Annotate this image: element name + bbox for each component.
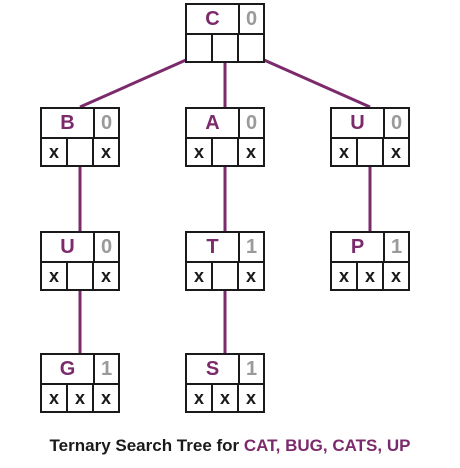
node-char: B	[42, 109, 95, 137]
middle-pointer	[213, 263, 239, 289]
right-pointer	[239, 35, 263, 61]
node-char: G	[42, 355, 95, 383]
node-end-flag: 1	[245, 358, 258, 380]
node-header: P 1	[332, 233, 408, 263]
node-header: U 0	[332, 109, 408, 139]
middle-pointer	[358, 139, 384, 165]
node-pointers	[187, 35, 263, 61]
node-char: P	[332, 233, 385, 261]
node-header: G 1	[42, 355, 118, 385]
node-header: B 0	[42, 109, 118, 139]
node-pointers: x x	[332, 139, 408, 165]
node-pointers: x x x	[42, 385, 118, 411]
middle-pointer: x	[68, 385, 94, 411]
right-pointer: x	[245, 266, 256, 286]
left-pointer: x	[332, 263, 358, 289]
left-pointer: x	[187, 139, 213, 165]
tree-node-t: T 1 x x	[185, 231, 265, 291]
node-end-flag: 0	[390, 112, 403, 134]
tree-node-p: P 1 x x x	[330, 231, 410, 291]
right-pointer: x	[100, 142, 111, 162]
node-end-flag: 1	[100, 358, 113, 380]
left-pointer: x	[332, 139, 358, 165]
middle-pointer	[213, 139, 239, 165]
right-pointer: x	[390, 266, 401, 286]
middle-pointer: x	[358, 263, 384, 289]
node-end-flag: 1	[245, 236, 258, 258]
right-pointer: x	[245, 388, 256, 408]
middle-pointer	[213, 35, 239, 61]
left-pointer	[187, 35, 213, 61]
right-pointer: x	[245, 142, 256, 162]
tree-node-u-right: U 0 x x	[330, 107, 410, 167]
edge-c-u	[254, 54, 371, 109]
node-end-flag: 0	[100, 112, 113, 134]
node-end-flag: 1	[390, 236, 403, 258]
tree-node-s: S 1 x x x	[185, 353, 265, 413]
middle-pointer: x	[213, 385, 239, 411]
node-pointers: x x	[42, 139, 118, 165]
left-pointer: x	[187, 263, 213, 289]
node-header: A 0	[187, 109, 263, 139]
left-pointer: x	[42, 139, 68, 165]
caption-words: CAT, BUG, CATS, UP	[243, 436, 411, 455]
tree-node-root-c: C 0	[185, 3, 265, 63]
node-pointers: x x x	[332, 263, 408, 289]
node-char: C	[187, 5, 240, 33]
node-header: U 0	[42, 233, 118, 263]
right-pointer: x	[390, 142, 401, 162]
right-pointer: x	[100, 266, 111, 286]
node-pointers: x x	[187, 139, 263, 165]
node-header: C 0	[187, 5, 263, 35]
node-end-flag: 0	[100, 236, 113, 258]
left-pointer: x	[187, 385, 213, 411]
node-header: T 1	[187, 233, 263, 263]
node-char: U	[332, 109, 385, 137]
node-char: U	[42, 233, 95, 261]
node-end-flag: 0	[245, 8, 258, 30]
node-pointers: x x	[42, 263, 118, 289]
middle-pointer	[68, 139, 94, 165]
edge-c-b	[79, 54, 196, 109]
tree-node-u-left: U 0 x x	[40, 231, 120, 291]
node-end-flag: 0	[245, 112, 258, 134]
tree-node-a: A 0 x x	[185, 107, 265, 167]
node-char: T	[187, 233, 240, 261]
left-pointer: x	[42, 385, 68, 411]
node-pointers: x x	[187, 263, 263, 289]
right-pointer: x	[100, 388, 111, 408]
node-pointers: x x x	[187, 385, 263, 411]
left-pointer: x	[42, 263, 68, 289]
middle-pointer	[68, 263, 94, 289]
node-header: S 1	[187, 355, 263, 385]
node-char: A	[187, 109, 240, 137]
node-char: S	[187, 355, 240, 383]
tree-node-g: G 1 x x x	[40, 353, 120, 413]
caption-prefix: Ternary Search Tree for	[49, 436, 244, 455]
diagram-caption: Ternary Search Tree for CAT, BUG, CATS, …	[0, 436, 460, 456]
tree-node-b: B 0 x x	[40, 107, 120, 167]
